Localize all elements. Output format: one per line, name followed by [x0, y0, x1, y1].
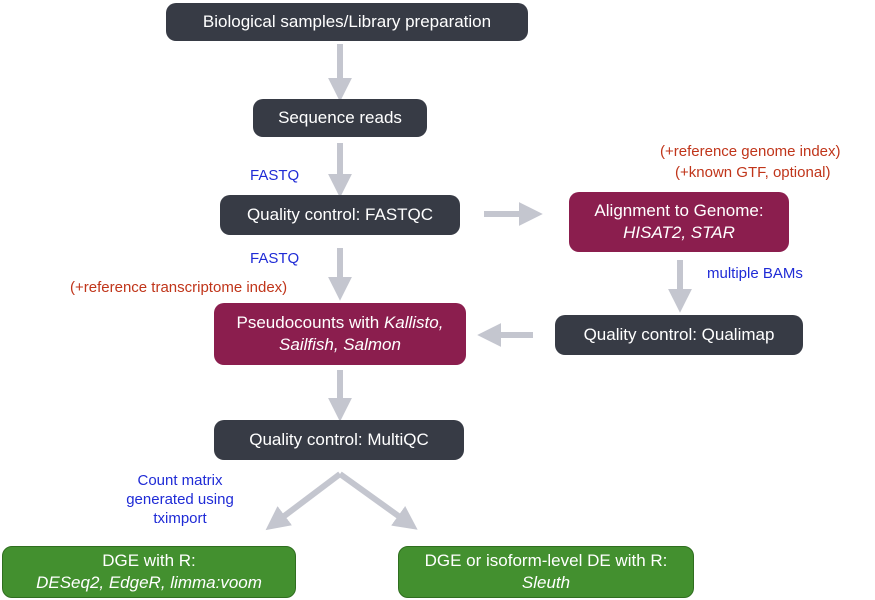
label-fastq-top: FASTQ	[250, 167, 300, 184]
box-biological-samples-label: Biological samples/Library preparation	[202, 12, 492, 31]
count-matrix-line1: Count matrix	[137, 472, 223, 489]
box-pseudocounts: Pseudocounts with Kallisto, Sailfish, Sa…	[214, 303, 466, 365]
box-qc-fastqc-label: Quality control: FASTQC	[246, 205, 434, 224]
label-known-gtf: (+known GTF, optional)	[675, 164, 831, 181]
box-alignment-to-genome: Alignment to Genome: HISAT2, STAR	[569, 192, 789, 252]
label-ref-genome-index: (+reference genome index)	[660, 143, 841, 160]
pseudocounts-line1-plain: Pseudocounts with	[236, 313, 384, 332]
count-matrix-line3: tximport	[153, 510, 207, 527]
dge-r-line2: DESeq2, EdgeR, limma:voom	[36, 573, 262, 592]
count-matrix-line2: generated using	[126, 491, 234, 508]
label-multiple-bams: multiple BAMs	[707, 265, 803, 282]
dge-isoform-line1: DGE or isoform-level DE with R:	[424, 551, 668, 570]
box-dge-isoform: DGE or isoform-level DE with R: Sleuth	[398, 546, 694, 598]
alignment-line2: HISAT2, STAR	[623, 223, 735, 242]
pseudocounts-line2: Sailfish, Salmon	[279, 335, 401, 354]
alignment-line1: Alignment to Genome:	[594, 201, 764, 220]
box-biological-samples: Biological samples/Library preparation	[166, 3, 528, 41]
box-sequence-reads: Sequence reads	[253, 99, 427, 137]
dge-r-line1: DGE with R:	[102, 551, 196, 570]
label-ref-transcriptome-index: (+reference transcriptome index)	[70, 279, 288, 296]
label-fastq-mid: FASTQ	[250, 250, 300, 267]
box-dge-with-r: DGE with R: DESeq2, EdgeR, limma:voom	[2, 546, 296, 598]
box-sequence-reads-label: Sequence reads	[278, 108, 402, 127]
label-count-matrix: Count matrix generated using tximport	[110, 471, 250, 528]
pseudocounts-line1-italic: Kallisto,	[383, 313, 444, 332]
dge-isoform-line2: Sleuth	[521, 573, 571, 592]
pseudocounts-line1: Pseudocounts with Kallisto,	[237, 312, 444, 334]
box-qc-qualimap: Quality control: Qualimap	[555, 315, 803, 355]
arrow-multiqc-to-dge-isoform	[338, 471, 418, 530]
box-qc-fastqc: Quality control: FASTQC	[220, 195, 460, 235]
box-qc-multiqc-label: Quality control: MultiQC	[249, 430, 429, 449]
arrow-multiqc-to-dge-r	[265, 471, 342, 531]
box-qc-qualimap-label: Quality control: Qualimap	[583, 325, 775, 344]
box-qc-multiqc: Quality control: MultiQC	[214, 420, 464, 460]
